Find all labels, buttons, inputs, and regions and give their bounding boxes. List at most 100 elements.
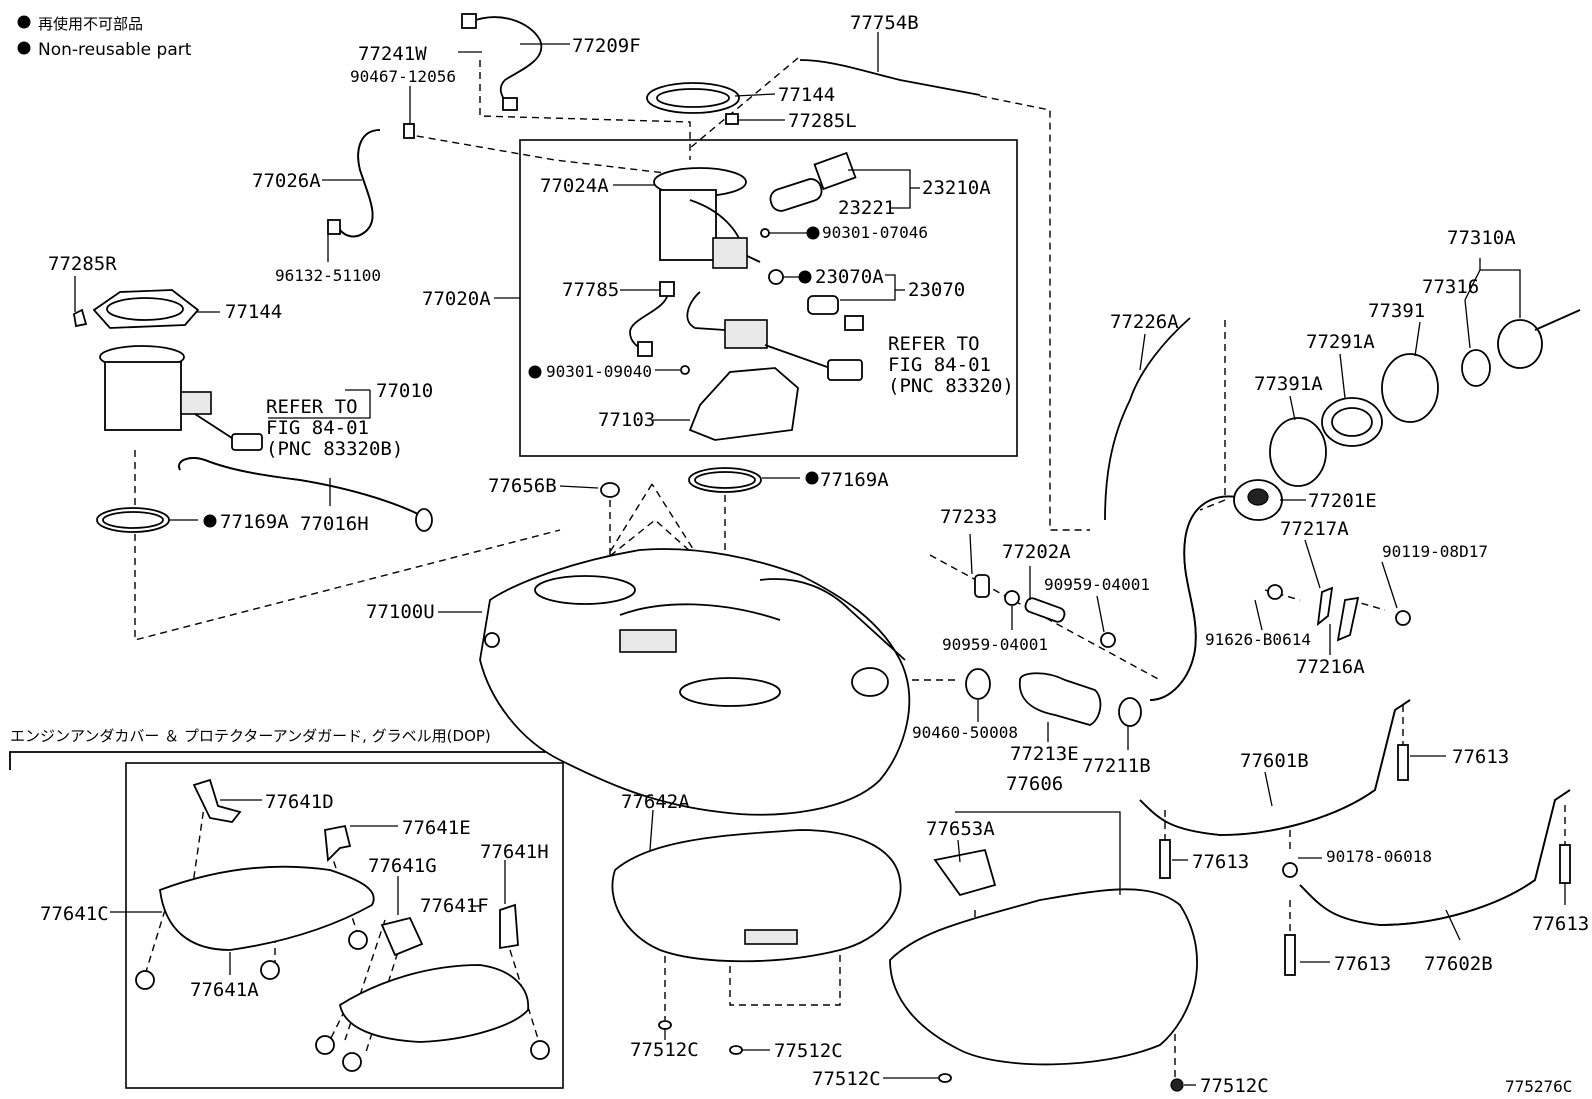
part-label: 77613 [1192,851,1249,873]
part-label: 77641D [265,791,334,813]
part-label: 77024A [540,175,609,197]
part-label: 77169A [820,469,889,491]
float-shape [231,433,263,451]
pump-body-shape [659,189,717,261]
part-label: 77010 [376,380,433,402]
part-label: 77512C [812,1068,881,1090]
tank-opening-shape [679,677,781,707]
o-ring-small-shape [760,228,770,238]
connector-shape [659,281,675,297]
clip-shape [1170,1078,1184,1092]
tank-opening-shape [534,575,636,605]
cap-gasket-shape [1381,353,1439,423]
part-label: 77285L [788,110,857,132]
parts-artwork [73,13,1581,1092]
clip-shape [73,308,88,328]
part-label: 77291A [1306,331,1375,353]
filler-bracket-shape [1336,596,1360,642]
sender-gauge-shape [724,319,768,349]
check-valve-shape [974,574,990,598]
part-label: 77169A [220,511,289,533]
figure-code: 775276C [1505,1077,1572,1096]
part-label: 77641A [190,979,259,1001]
bolt-shape [1284,934,1296,976]
part-label: 77310A [1447,227,1516,249]
legend-jp: 再使用不可部品 [38,15,143,33]
float-arm-shape [764,344,831,369]
non-reusable-dot-icon [528,365,542,379]
bolt-shape [1559,844,1571,884]
part-label: 77641C [40,903,109,925]
return-hose-inner [178,457,421,516]
part-label: 23070A [815,266,884,288]
tank-band-inner [1299,789,1571,926]
non-reusable-dot-icon [17,15,31,29]
non-reusable-dot-icon [203,514,217,528]
refer-note-line: FIG 84-01 [266,417,369,439]
part-label: 77641H [480,841,549,863]
part-label: 23210A [922,177,991,199]
bolt-shape [1267,584,1283,600]
tank-ridge-shape [619,603,781,621]
nut-shape [342,1052,362,1072]
part-label: 77653A [926,818,995,840]
part-label: 90301-07046 [822,223,928,242]
gasket-inner [694,471,756,489]
part-label: 77613 [1532,913,1589,935]
nut-shape [135,970,155,990]
float-shape [827,359,863,381]
part-label: 77211B [1082,755,1151,777]
clip-shape [729,1045,743,1055]
grommet-shape [600,482,620,498]
regulator-clip-shape [844,315,864,331]
refer-note-line: REFER TO [888,333,980,355]
under-guard-bracket-shape [499,903,519,950]
part-label: 90959-04001 [1044,575,1150,594]
part-label: 77016H [300,513,369,535]
inlet-box-shape [1321,397,1383,447]
part-label: 77100U [366,601,435,623]
leader-lines [74,32,1566,1086]
sender-wire-shape [469,16,543,111]
pump-cover-shape [688,367,799,441]
part-label: 77201E [1308,490,1377,512]
tank-band-inner [1139,699,1411,836]
hose-clip-shape [327,219,341,235]
part-label: 77656B [488,475,557,497]
clip-shape [938,1073,952,1083]
part-label: 96132-51100 [275,266,381,285]
hose-end-shape [415,508,433,532]
connector-shape [461,13,477,29]
nut-shape [260,960,280,980]
part-label: 90119-08D17 [1382,542,1488,561]
part-label: 77226A [1110,311,1179,333]
refer-note-line: (PNC 83320B) [266,438,403,460]
tank-protector-shape [611,829,902,963]
part-label: 90460-50008 [912,723,1018,742]
part-label: 77512C [774,1040,843,1062]
refer-note-pnc-83320: REFER TO FIG 84-01 (PNC 83320) [888,333,1014,397]
breather-tube-shape [1104,317,1191,521]
legend-en: Non-reusable part [38,40,192,60]
non-reusable-dot-icon [17,41,31,55]
part-label: 77241W [358,43,427,65]
part-label: 77512C [630,1039,699,1061]
pump-bracket-shape [813,151,857,191]
refer-note-line: (PNC 83320) [888,375,1014,397]
level-sender-shape [180,391,212,415]
vent-tube-shape [799,59,981,96]
filler-gasket-shape [1269,417,1327,487]
part-label: 77020A [422,288,491,310]
fuel-cap-shape [1497,319,1543,369]
o-ring-small-shape [680,365,690,375]
tank-vent-line-shape [759,578,906,661]
nut-shape [530,1040,550,1060]
pump-regulator-shape [712,237,748,269]
part-label: 77613 [1452,746,1509,768]
part-label: 77144 [225,301,282,323]
part-label: 77285R [48,253,117,275]
gasket-shape [725,113,739,125]
part-label: 77642A [621,791,690,813]
filler-hose-clamp-shape [1118,697,1142,727]
